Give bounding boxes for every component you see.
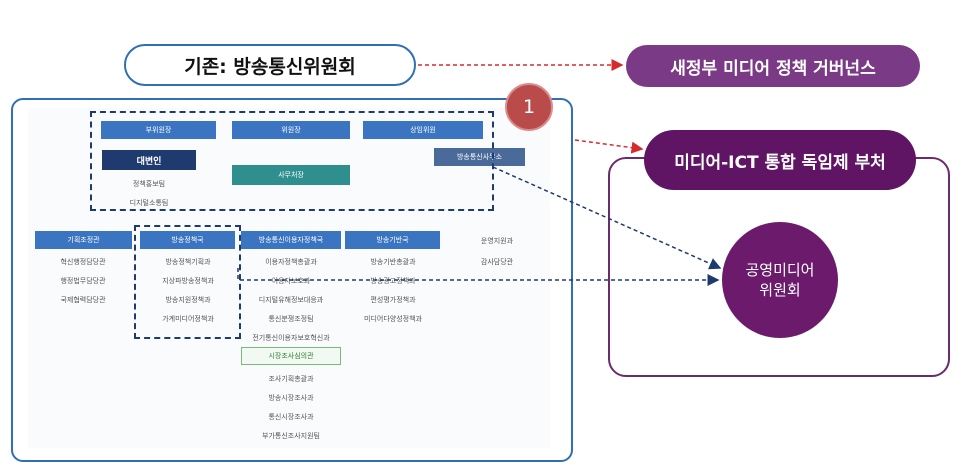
dashed-highlight-top-group — [90, 111, 494, 211]
org-dept-head-broadcasting-policy: 방송정책국 — [140, 231, 235, 249]
org-top-box-vice-chair: 부위원장 — [101, 121, 216, 139]
current-governance-label: 기존: 방송통신위원회 — [124, 44, 416, 86]
org-spokesperson-box: 대변인 — [102, 150, 196, 170]
arrow-chart-to-ict-ministry — [574, 139, 644, 154]
org-dept-item: 방송광고정책과 — [370, 277, 416, 285]
dashed-highlight-broadcasting-policy — [134, 225, 241, 339]
org-dept-item: 가계미디어정책과 — [162, 315, 214, 323]
org-audit-item: 운영지원과 — [480, 237, 514, 245]
org-dept-head-user-policy: 방송통신이용자정책국 — [241, 231, 341, 249]
media-ict-ministry-label: 미디어-ICT 통합 독임제 부처 — [644, 130, 916, 190]
org-dept-item: 이용자보호과 — [271, 277, 311, 285]
org-research-center-box: 방송통신사무소 — [434, 148, 525, 166]
org-spokesperson-item: 정책홍보팀 — [132, 180, 166, 188]
circle-label-line2: 위원회 — [759, 281, 801, 299]
org-top-box-chair: 위원장 — [232, 121, 350, 139]
org-audit-item: 감사담당관 — [480, 258, 514, 266]
org-dept-item: 편성평가정책과 — [370, 296, 416, 304]
org-dept-item: 행정법무담당관 — [60, 277, 106, 285]
arrow-research-center-to-committee — [492, 166, 722, 270]
org-dept-item: 방송지원정책과 — [165, 296, 211, 304]
org-dept-item: 통신분쟁조정팀 — [268, 315, 314, 323]
org-dept-item: 국제협력담당관 — [60, 296, 106, 304]
org-dept-item: 지상파방송정책과 — [162, 277, 214, 285]
org-dept-head-broadcasting-infra: 방송기반국 — [345, 231, 440, 249]
new-governance-label: 새정부 미디어 정책 거버넌스 — [626, 45, 920, 87]
org-spokesperson-item: 디지털소통팀 — [129, 199, 169, 207]
circle-label-line1: 공영미디어 — [745, 260, 815, 279]
org-dept-item: 이용자정책총괄과 — [265, 258, 317, 266]
org-top-box-commissioner: 상임위원 — [363, 121, 483, 139]
step-number-badge: 1 — [505, 83, 553, 131]
org-market-item: 방송시장조사과 — [268, 394, 314, 402]
org-dept-item: 혁신행정담당관 — [60, 258, 106, 266]
org-dept-head-planning: 기획조정관 — [35, 231, 132, 249]
org-dept-item: 방송정책기획과 — [165, 258, 211, 266]
org-dept-item: 디지털유해정보대응과 — [258, 296, 324, 304]
org-market-item: 통신시장조사과 — [268, 413, 314, 421]
org-dept-item: 미디어다양성정책과 — [364, 315, 422, 323]
org-dept-item: 방송기반총괄과 — [370, 258, 416, 266]
arrow-broadcasting-policy-to-committee — [237, 268, 720, 286]
org-market-survey-box: 시장조사심의관 — [241, 347, 341, 365]
org-market-item: 부가통신조사지원팀 — [262, 432, 320, 440]
public-media-committee-circle: 공영미디어 위원회 — [722, 222, 838, 338]
org-dept-item: 전기통신이용자보호혁신과 — [252, 334, 330, 342]
org-market-item: 조사기획총괄과 — [268, 375, 314, 383]
org-secretary-general-box: 사무처장 — [232, 165, 350, 185]
